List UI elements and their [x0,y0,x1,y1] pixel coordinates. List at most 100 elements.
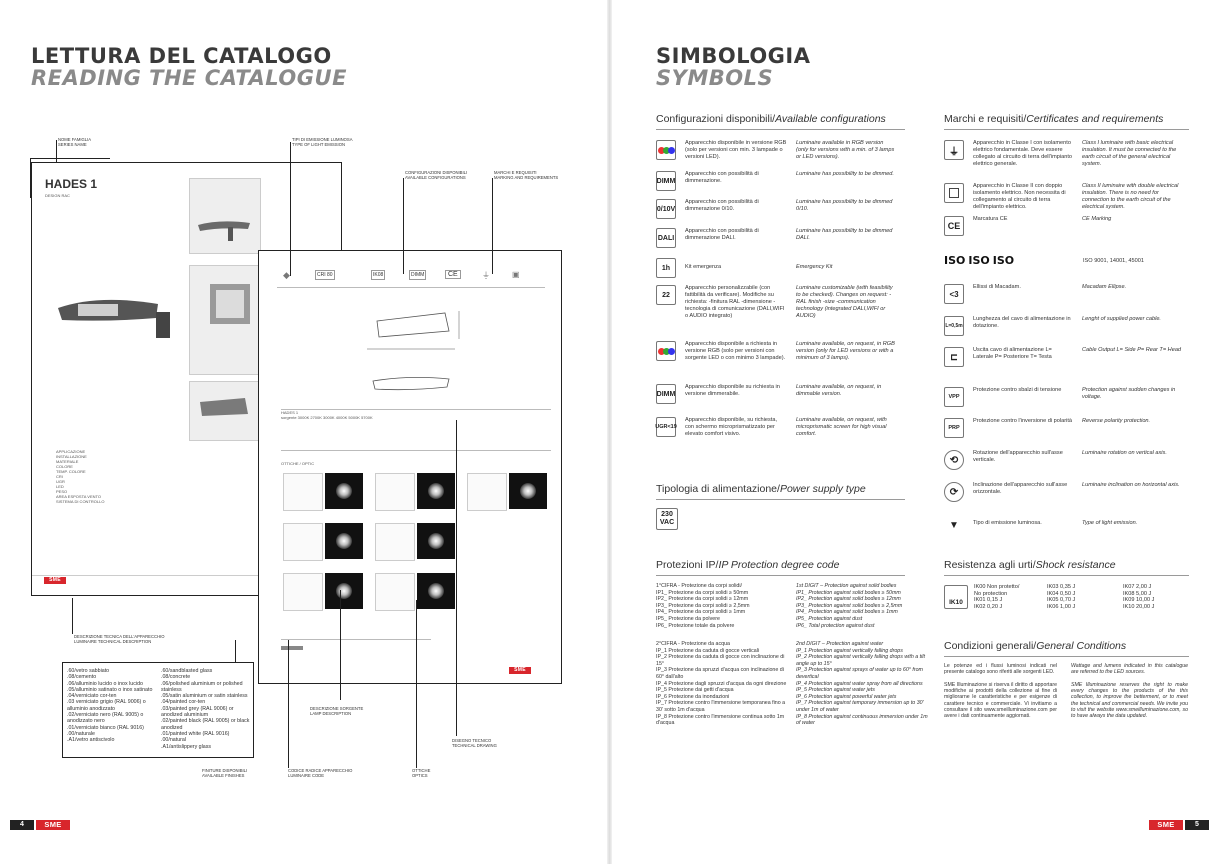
optic-image [325,523,363,559]
dimm-request-icon: DIMM [656,384,676,404]
right-brand-logo: SME [1149,820,1183,830]
mark-row-prp: PRP Protezione contro l'inversione di po… [944,418,1182,438]
callout-drawing: DISEGNO TECNICO TECHNICAL DRAWING [452,738,497,748]
mark-text-it: Tipo di emissione luminosa. [973,520,1042,526]
product-name: HADES 1 [45,177,98,191]
mark-text-it: Inclinazione dell'apparecchio sull'asse … [973,482,1068,495]
callout-marks: MARCHI E REQUISITI MARKING AND REQUIREME… [494,170,559,180]
config-text-it: Apparecchio con possibilità di dimmerazi… [685,171,759,184]
config-text-en: Luminaire available, on request, with mi… [796,417,887,437]
power-title-en: Power supply type [779,483,866,495]
icon-strip: ◆ CRI 80 IK08 DIMM CE ⏚ ▣ [277,267,545,288]
section-rule [944,129,1189,130]
callout-optics: OTTICHE OPTICS [412,768,431,778]
ik-title-en: Shock resistance [1035,559,1116,571]
ik-col-2: IK03 0,35 J IK04 0,50 J IK05 0,70 J IK06… [1047,584,1076,610]
iso-9001-icon: ISO [944,254,966,267]
power-230vac-icon: 230 VAC [656,508,678,530]
config-text-en: Luminaire has possibility to be dimmed. [796,171,894,177]
configs-title-en: Available configurations [775,113,886,125]
callout-finishes: FINITURE DISPONIBILI AVAILABLE FINISHES [202,768,248,778]
mark-text-it: Uscita cavo di alimentazione L= Laterale… [973,347,1052,360]
rgb-request-icon [656,341,676,361]
callout-line [30,158,110,159]
configs-title-it: Configurazioni disponibili/ [656,113,776,125]
dali-icon: DALI [656,228,676,248]
config-text-it: Apparecchio disponibile, su richiesta, c… [685,417,778,437]
power-title-it: Tipologia di alimentazione/ [656,483,780,495]
emission-icon: ◆ [283,270,290,280]
conditions-title-en: General Conditions [1036,640,1127,652]
ik10-icon: IK10 [944,585,968,609]
luminaire-bracket-image [200,398,248,416]
optics-label: OTTICHE / OPTIC [281,461,315,466]
optic-drawing [375,573,415,611]
callout-line [416,600,417,768]
ik08-icon: IK08 [371,270,386,280]
mark-text-en: Reverse polarity protection. [1082,418,1151,424]
section-rule [944,656,1189,657]
ip-first-digit-en: 1st DIGIT – Protection against solid bod… [796,583,903,629]
light-emission-icon: ▼ [944,515,964,535]
optic-image [325,573,363,609]
mark-text-en: Cable Output L= Side P= Rear T= Head [1082,347,1182,353]
conditions-text-it: Le potenze ed i flussi luminosi indicati… [944,663,1057,720]
optic-image [417,523,455,559]
conditions-text-en: Wattage and lumens indicated in this cat… [1071,663,1188,720]
callout-family: NOME FAMIGLIA SERIES NAME [58,137,92,147]
callout-line [235,640,236,666]
conditions-section-title: Condizioni generali/General Conditions [944,640,1126,652]
mark-row-vpp: VPP Protezione contro sbalzi di tensione… [944,387,1182,407]
finish-table [281,639,431,654]
mark-text-en: Macadam Ellipse. [1082,284,1127,290]
polarity-protection-icon: PRP [944,418,964,438]
luminaire-main-image [58,299,170,338]
config-row-dimm: DIMM Apparecchio con possibilità di dimm… [656,171,896,191]
mark-text-it: Apparecchio in Classe I con isolamento e… [973,140,1073,167]
mark-text-en: Class II luminaire with double electrica… [1082,183,1179,210]
callout-source-desc: DESCRIZIONE SORGENTE LAMP DESCRIPTION [310,706,364,716]
mark-text-it: Rotazione dell'apparecchio sull'asse ver… [973,450,1063,463]
mark-text-it: Protezione contro sbalzi di tensione [973,387,1062,393]
ip-title-en: IP Protection degree code [718,559,840,571]
config-text-en: Luminaire has possibility to be dimmed D… [796,228,893,241]
optic-drawing [283,523,323,561]
section-rule [944,575,1189,576]
config-text-it: Apparecchio con possibilità di dimmerazi… [685,228,759,241]
mark-text-it: Lunghezza del cavo di alimentazione in d… [973,316,1071,329]
right-title: SIMBOLOGIA [656,44,811,68]
product-code: DESIGN RAC [45,193,70,198]
config-text-en: Luminaire available in RGB version (only… [796,140,895,160]
callout-line [30,158,31,198]
ground-icon: ⏚ [482,271,490,280]
cable-output-icon: ⊏ [944,347,964,367]
config-row-rgb: Apparecchio disponibile in versione RGB … [656,140,896,161]
config-text-en: Luminaire available, on request, in dimm… [796,384,882,397]
sample-brand-badge: SME [44,577,66,584]
mark-row-macadam: <3 Ellissi di Macadam. Macadam Ellipse. [944,284,1182,304]
sample-brand-badge: SME [509,667,531,674]
callout-configs: CONFIGURAZIONI DISPONIBILI AVAILABLE CON… [405,170,468,180]
optic-drawing [283,473,323,511]
mark-row-ce: CE Marcatura CE CE Marking [944,216,1182,236]
luminaire-side-image [198,221,250,241]
callout-line [340,590,341,700]
dimm-icon: DIMM [409,270,427,280]
left-title: LETTURA DEL CATALOGO [31,44,332,68]
config-text-en: Luminaire customizable (with feasibility… [796,285,893,319]
callout-line [403,178,404,274]
finish-swatch [281,646,303,650]
custom-icon: 22 [656,285,676,305]
rgb-icon [656,140,676,160]
ip-section-title: Protezioni IP/IP Protection degree code [656,559,839,571]
iso-logos: ISO ISO ISO [944,254,1074,267]
mark-text-en: CE Marking [1082,216,1112,222]
ce-mark-icon: CE [944,216,964,236]
config-text-en: Luminaire has possibility to be dimmed 0… [796,199,893,212]
mark-row-inclination: ⟳ Inclinazione dell'apparecchio sull'ass… [944,482,1182,502]
config-row-dali: DALI Apparecchio con possibilità di dimm… [656,228,896,248]
optic-drawing [375,523,415,561]
mark-text-it: Ellissi di Macadam. [973,284,1021,290]
conditions-title-it: Condizioni generali/ [944,640,1037,652]
marks-title-it: Marchi e requisiti/ [944,113,1027,125]
